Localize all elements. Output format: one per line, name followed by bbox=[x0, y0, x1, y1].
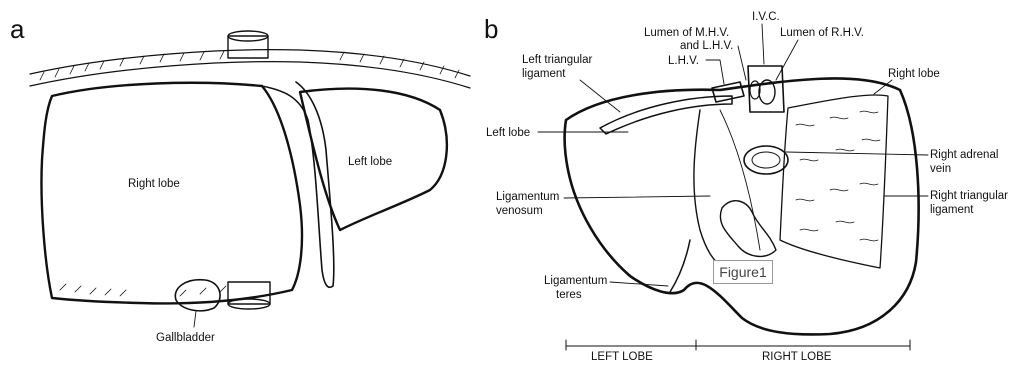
panel-b-lig-venosum-label-2: venosum bbox=[496, 205, 543, 217]
panel-b-right-lobe-label: Right lobe bbox=[888, 68, 940, 80]
panel-b-lumen-mhv-label-1: Lumen of M.H.V. bbox=[644, 27, 729, 39]
panel-a-gallbladder-label: Gallbladder bbox=[156, 332, 215, 344]
panel-b-right-triangular-label-2: ligament bbox=[930, 204, 974, 216]
panel-b-lig-teres-label-2: teres bbox=[556, 289, 582, 301]
panel-a-right-lobe-label: Right lobe bbox=[128, 178, 180, 190]
panel-b-left-triangular-label-2: ligament bbox=[522, 68, 566, 80]
panel-b-lumen-rhv-leader bbox=[776, 40, 798, 80]
panel-a-left-lobe-label: Left lobe bbox=[348, 156, 392, 168]
panel-b-ivc-label: I.V.C. bbox=[752, 11, 780, 23]
panel-b-lig-teres-label-1: Ligamentum bbox=[544, 275, 607, 287]
panel-b-lig-venosum-label-1: Ligamentum bbox=[496, 191, 559, 203]
panel-b-lumen-mhv-label-2: and L.H.V. bbox=[680, 40, 733, 52]
panel-a-gallbladder-leader bbox=[194, 311, 196, 327]
panel-b-right-lobe-bracket-label: RIGHT LOBE bbox=[762, 351, 832, 363]
panel-b-lig-venosum-leader bbox=[564, 196, 710, 198]
panel-b-lumen-mhv-leader bbox=[738, 46, 746, 80]
panel-b-right-adrenal-leader bbox=[786, 152, 928, 155]
panel-b-left-triangular-leader bbox=[580, 80, 620, 112]
panel-b-lumen-rhv-label: Lumen of R.H.V. bbox=[780, 27, 864, 39]
panel-b-lhv-label: L.H.V. bbox=[668, 55, 699, 67]
panel-b-left-triangular-label-1: Left triangular bbox=[522, 54, 592, 66]
panel-b-left-lobe-label: Left lobe bbox=[486, 127, 530, 139]
figure-tag: Figure1 bbox=[713, 260, 773, 284]
panel-a-letter: a bbox=[10, 14, 25, 44]
panel-b-right-adrenal-label-2: vein bbox=[930, 163, 951, 175]
panel-b-right-triangular-label-1: Right triangular bbox=[930, 190, 1008, 202]
panel-b-letter: b bbox=[484, 14, 498, 44]
panel-b-right-adrenal-label-1: Right adrenal bbox=[930, 149, 998, 161]
panel-a-liver-drawing bbox=[30, 31, 470, 311]
panel-b-lhv-leader bbox=[706, 60, 724, 84]
panel-b-lobe-bracket bbox=[566, 340, 910, 350]
panel-b-liver-drawing bbox=[565, 66, 919, 334]
panel-b-left-lobe-bracket-label: LEFT LOBE bbox=[591, 351, 653, 363]
panel-b-ivc-leader bbox=[762, 24, 764, 64]
